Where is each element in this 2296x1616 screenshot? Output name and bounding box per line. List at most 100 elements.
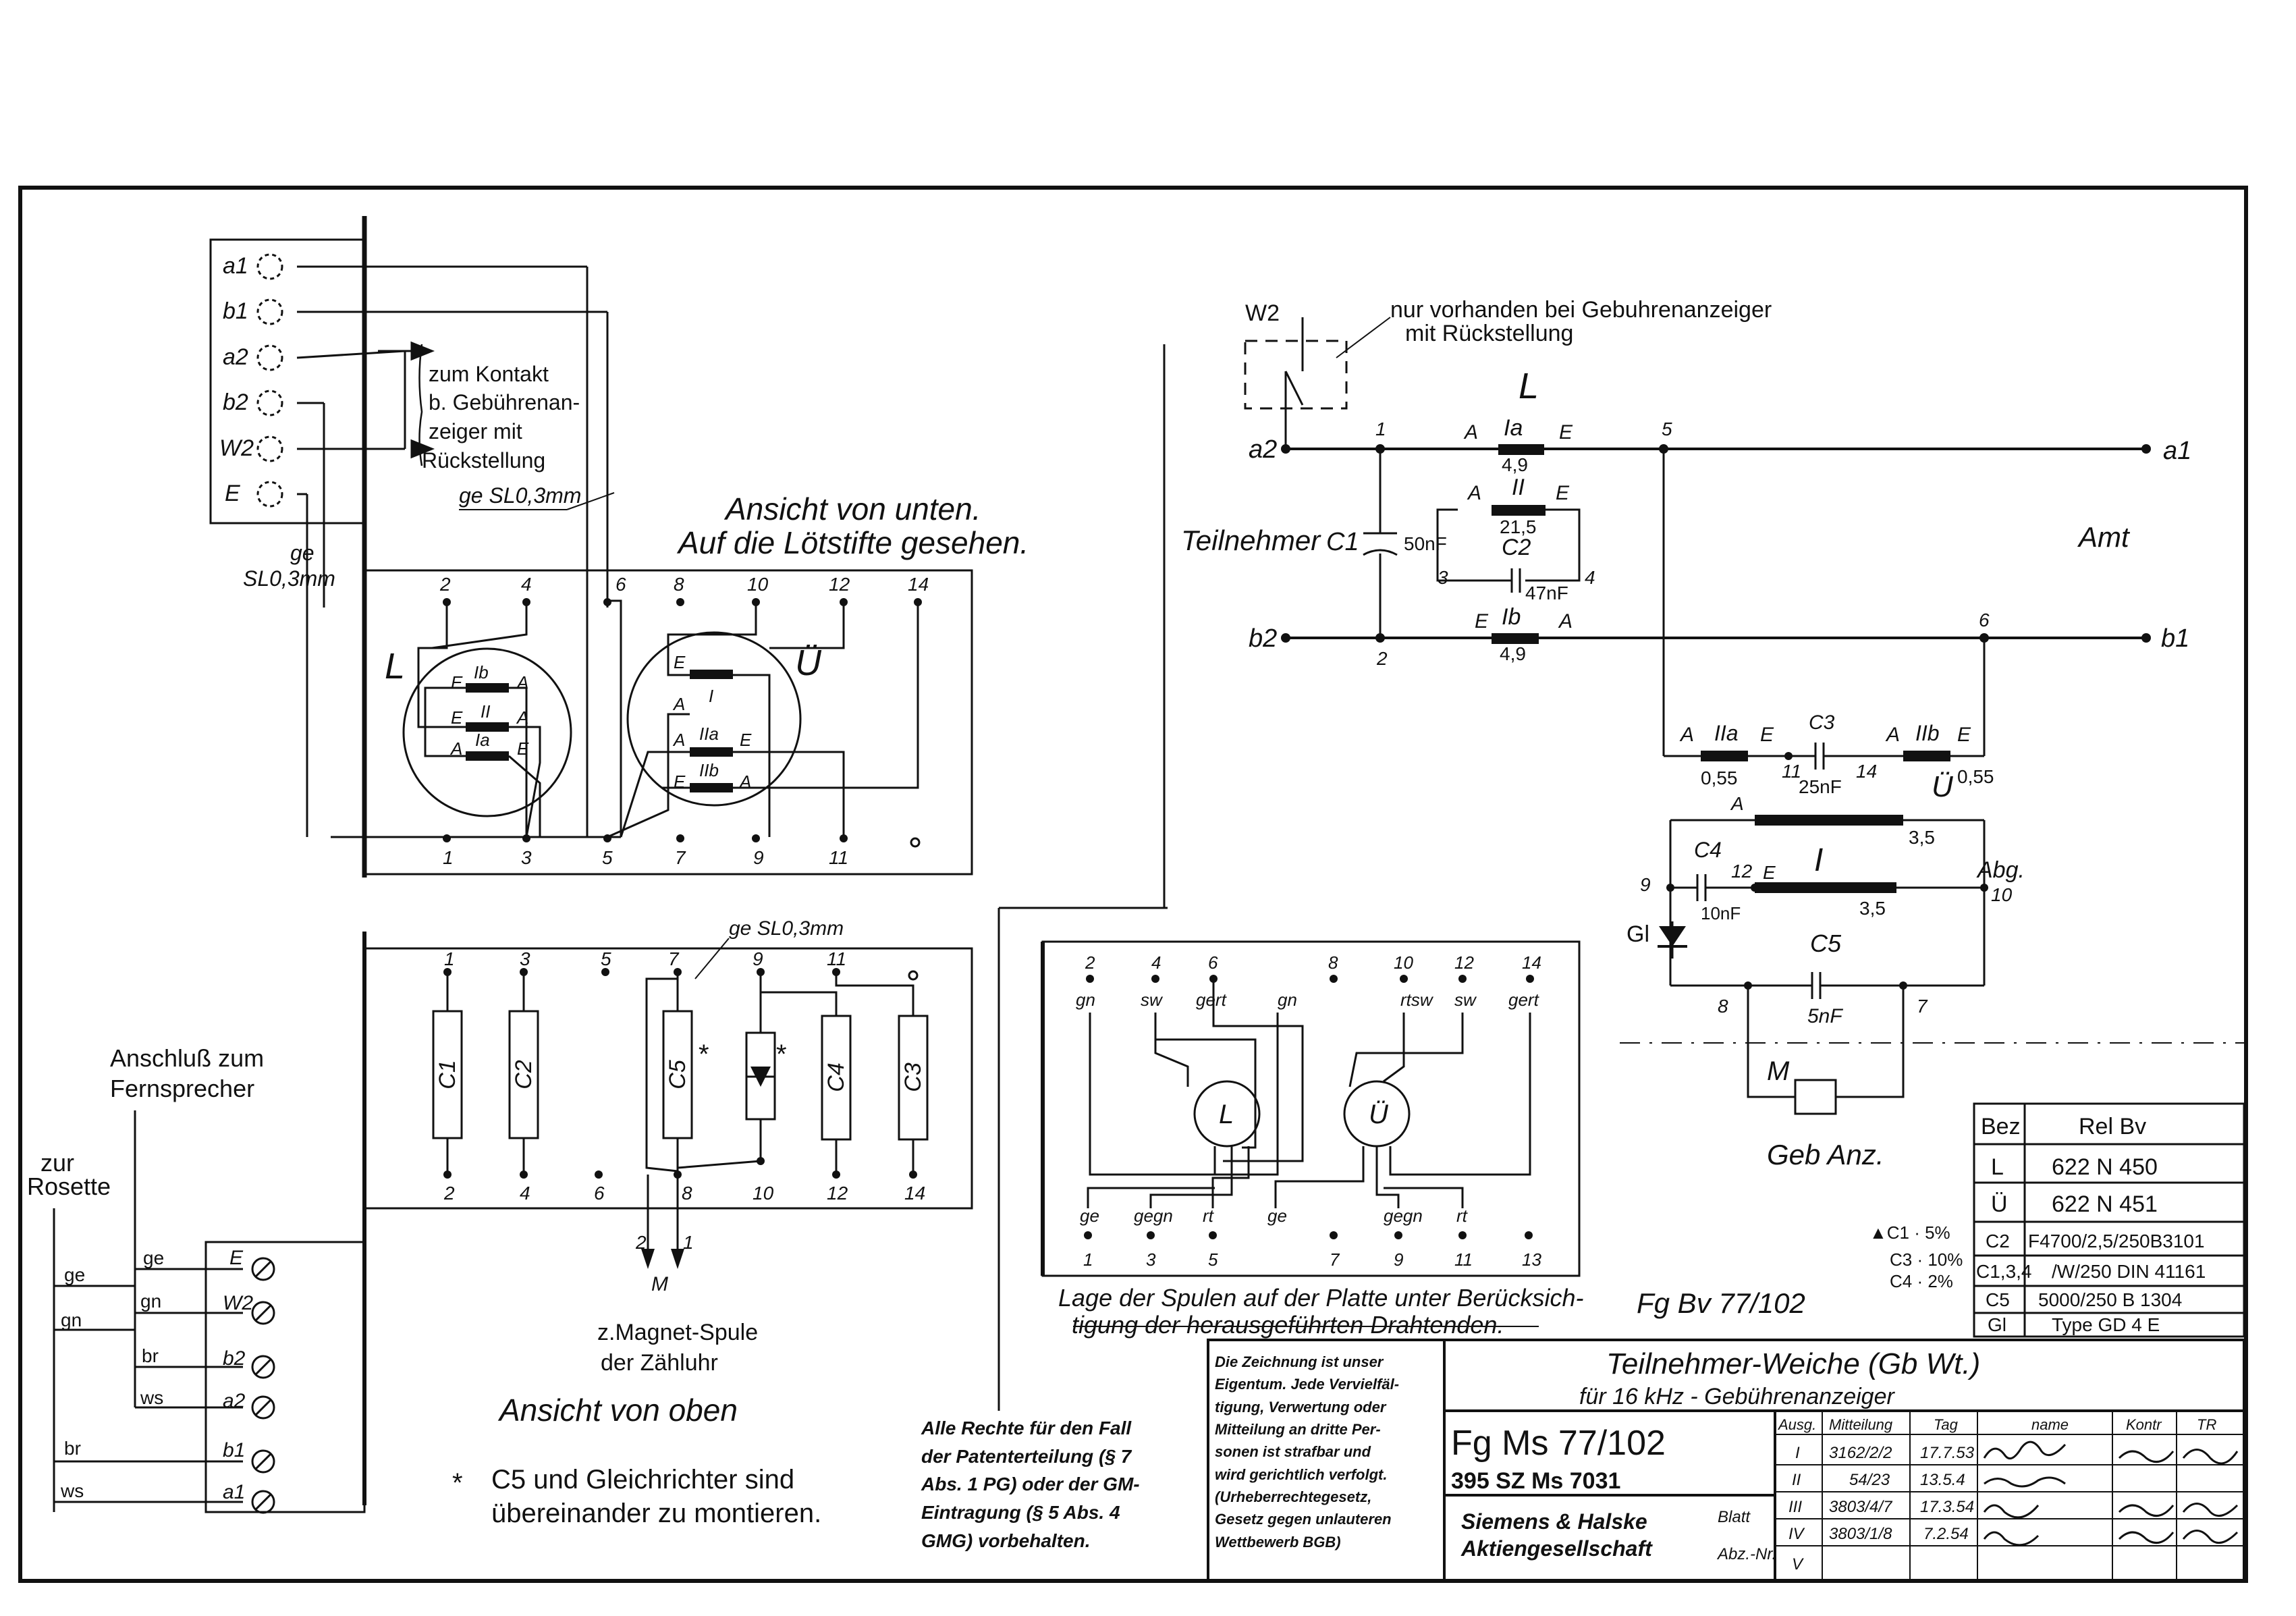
sch-a1: a1 — [2163, 437, 2191, 465]
rights-line-5: GMG) vorbehalten. — [921, 1530, 1090, 1551]
above-c3: C3 — [900, 1062, 926, 1092]
parts-row-2-val: 622 N 451 — [2052, 1191, 2158, 1217]
sch-Ib: Ib — [1502, 604, 1521, 630]
schematic: W2 nur vorhanden bei Gebuhrenanzeiger mi… — [1181, 297, 2246, 1170]
sch-abg: Abg. — [1976, 857, 2025, 883]
plate-top-pin-6: 6 — [1208, 952, 1218, 973]
wire-left-br: br — [64, 1438, 81, 1459]
wire-left-ge: ge — [64, 1264, 85, 1285]
m-label: M — [651, 1273, 668, 1295]
pin-top-2: 2 — [439, 574, 451, 595]
conn-title-2: Fernsprecher — [110, 1075, 254, 1102]
sch-c3: C3 — [1809, 711, 1835, 734]
sch-c4-val: 10nF — [1701, 903, 1741, 923]
copyright-2: Eigentum. Jede Vervielfäl- — [1215, 1376, 1399, 1393]
sch-E-1: E — [1559, 421, 1573, 443]
plate-color-bottom-2: gegn — [1134, 1206, 1173, 1226]
above-pin-9: 9 — [753, 948, 763, 969]
plate-bottom-pin-13: 13 — [1522, 1249, 1541, 1270]
sch-b2: b2 — [1249, 624, 1277, 653]
above-pin-1: 1 — [444, 948, 455, 969]
pin-top-4: 4 — [521, 574, 532, 595]
above-c5: C5 — [665, 1060, 690, 1089]
coil-text-Ia: Ia — [475, 730, 490, 750]
copyright-3: tigung, Verwertung oder — [1215, 1399, 1387, 1416]
pin-top-14: 14 — [908, 574, 929, 595]
sch-I-val1: 3,5 — [1909, 827, 1935, 848]
rev-3-tag: 17.3.54 — [1920, 1498, 1974, 1516]
plate-top-pin-10: 10 — [1394, 952, 1413, 973]
sch-A-4: A — [1679, 724, 1694, 746]
coil-text-IIb: IIb — [699, 760, 719, 780]
note-above-2: übereinander zu montieren. — [491, 1499, 821, 1528]
company-2: Aktiengesellschaft — [1460, 1536, 1653, 1561]
plate-color-bottom-4: ge — [1267, 1206, 1287, 1226]
copyright-1: Die Zeichnung ist unser — [1215, 1353, 1384, 1370]
plate-bottom-pin-7: 7 — [1330, 1249, 1340, 1270]
pin-bottom-11: 11 — [829, 847, 848, 868]
plate-caption-1: Lage der Spulen auf der Platte unter Ber… — [1058, 1284, 1583, 1312]
above-pin-11: 11 — [827, 948, 846, 969]
terminal-e: E — [229, 1247, 244, 1269]
plate-top-pin-8: 8 — [1328, 952, 1338, 973]
copyright-6: wird gerichtlich verfolgt. — [1215, 1466, 1387, 1483]
sch-E-6: E — [1763, 862, 1776, 883]
parts-row-6-val: Type GD 4 E — [2052, 1314, 2160, 1335]
above-pin-12: 12 — [827, 1183, 848, 1204]
sch-IIa-val: 0,55 — [1701, 767, 1738, 788]
node-10: 10 — [1991, 884, 2013, 905]
plate-color-bottom-5: gegn — [1384, 1206, 1423, 1226]
terminal-a2: a2 — [223, 1390, 246, 1412]
plate-bottom-pin-3: 3 — [1146, 1249, 1156, 1270]
note-above-1: C5 und Gleichrichter sind — [491, 1465, 794, 1494]
above-pin-4: 4 — [520, 1183, 530, 1204]
node-12: 12 — [1731, 861, 1753, 882]
parts-row-3-bez: C2 — [1986, 1231, 2010, 1251]
heading-below-1: Ansicht von unten. — [723, 491, 981, 527]
plate-color-top-4: gn — [1278, 990, 1297, 1010]
sch-teilnehmer: Teilnehmer — [1181, 524, 1321, 556]
coil-text-A-3: A — [449, 738, 462, 759]
sch-Ib-val: 4,9 — [1500, 643, 1526, 664]
pin-top-8: 8 — [674, 574, 684, 595]
coil-text-IIa: IIa — [699, 724, 719, 744]
pin-bottom-5: 5 — [602, 847, 613, 868]
copyright-8: Gesetz gegen unlauteren — [1215, 1511, 1392, 1528]
plate-color-top-6: sw — [1454, 990, 1477, 1010]
tolerance-c3: C3 · 10% — [1890, 1249, 1963, 1270]
parts-header-bez: Bez — [1981, 1114, 2021, 1139]
title-sub: für 16 kHz - Gebührenanzeiger — [1579, 1384, 1895, 1409]
wire-inner-gn: gn — [140, 1291, 161, 1312]
above-wire-label: ge SL0,3mm — [729, 917, 844, 940]
plate-top-pin-14: 14 — [1522, 952, 1541, 973]
sch-A-5: A — [1885, 724, 1900, 746]
rev-3-mitteilung: 3803/4/7 — [1829, 1498, 1893, 1516]
plate-color-top-2: sw — [1141, 990, 1164, 1010]
coil-text-E-1: E — [451, 672, 463, 693]
sch-E-3: E — [1475, 610, 1489, 632]
sch-A-3: A — [1558, 610, 1573, 632]
pin-top-6: 6 — [616, 574, 626, 595]
plate-bottom-pin-9: 9 — [1394, 1249, 1403, 1270]
above-pin-7: 7 — [668, 948, 680, 969]
heading-above: Ansicht von oben — [497, 1393, 738, 1428]
telephone-connection: Anschluß zum Fernsprecher zur Rosette ge… — [27, 1044, 366, 1514]
plate-caption-2: tigung der herausgeführten Drahtenden. — [1072, 1311, 1504, 1339]
pin-w2: W2 — [219, 435, 254, 461]
above-pin-3: 3 — [520, 948, 530, 969]
node-14: 14 — [1856, 761, 1877, 782]
sch-II: II — [1512, 475, 1525, 500]
tolerance-c1: ▲C1 · 5% — [1869, 1222, 1950, 1243]
sch-c5-val: 5nF — [1807, 1005, 1843, 1027]
note-line-4: Rückstellung — [422, 448, 545, 473]
pin-bottom-9: 9 — [753, 847, 764, 868]
signatures — [1983, 1440, 2239, 1546]
rev-1-ausg: I — [1795, 1444, 1800, 1462]
conn-title-1: Anschluß zum — [110, 1044, 264, 1072]
pin-top-10: 10 — [747, 574, 769, 595]
pin-a1: a1 — [223, 253, 248, 279]
plate-color-bottom-3: rt — [1203, 1206, 1215, 1226]
above-pin-6: 6 — [594, 1183, 605, 1204]
parts-header-relbv: Rel Bv — [2079, 1114, 2146, 1139]
sch-I-val2: 3,5 — [1859, 898, 1886, 919]
